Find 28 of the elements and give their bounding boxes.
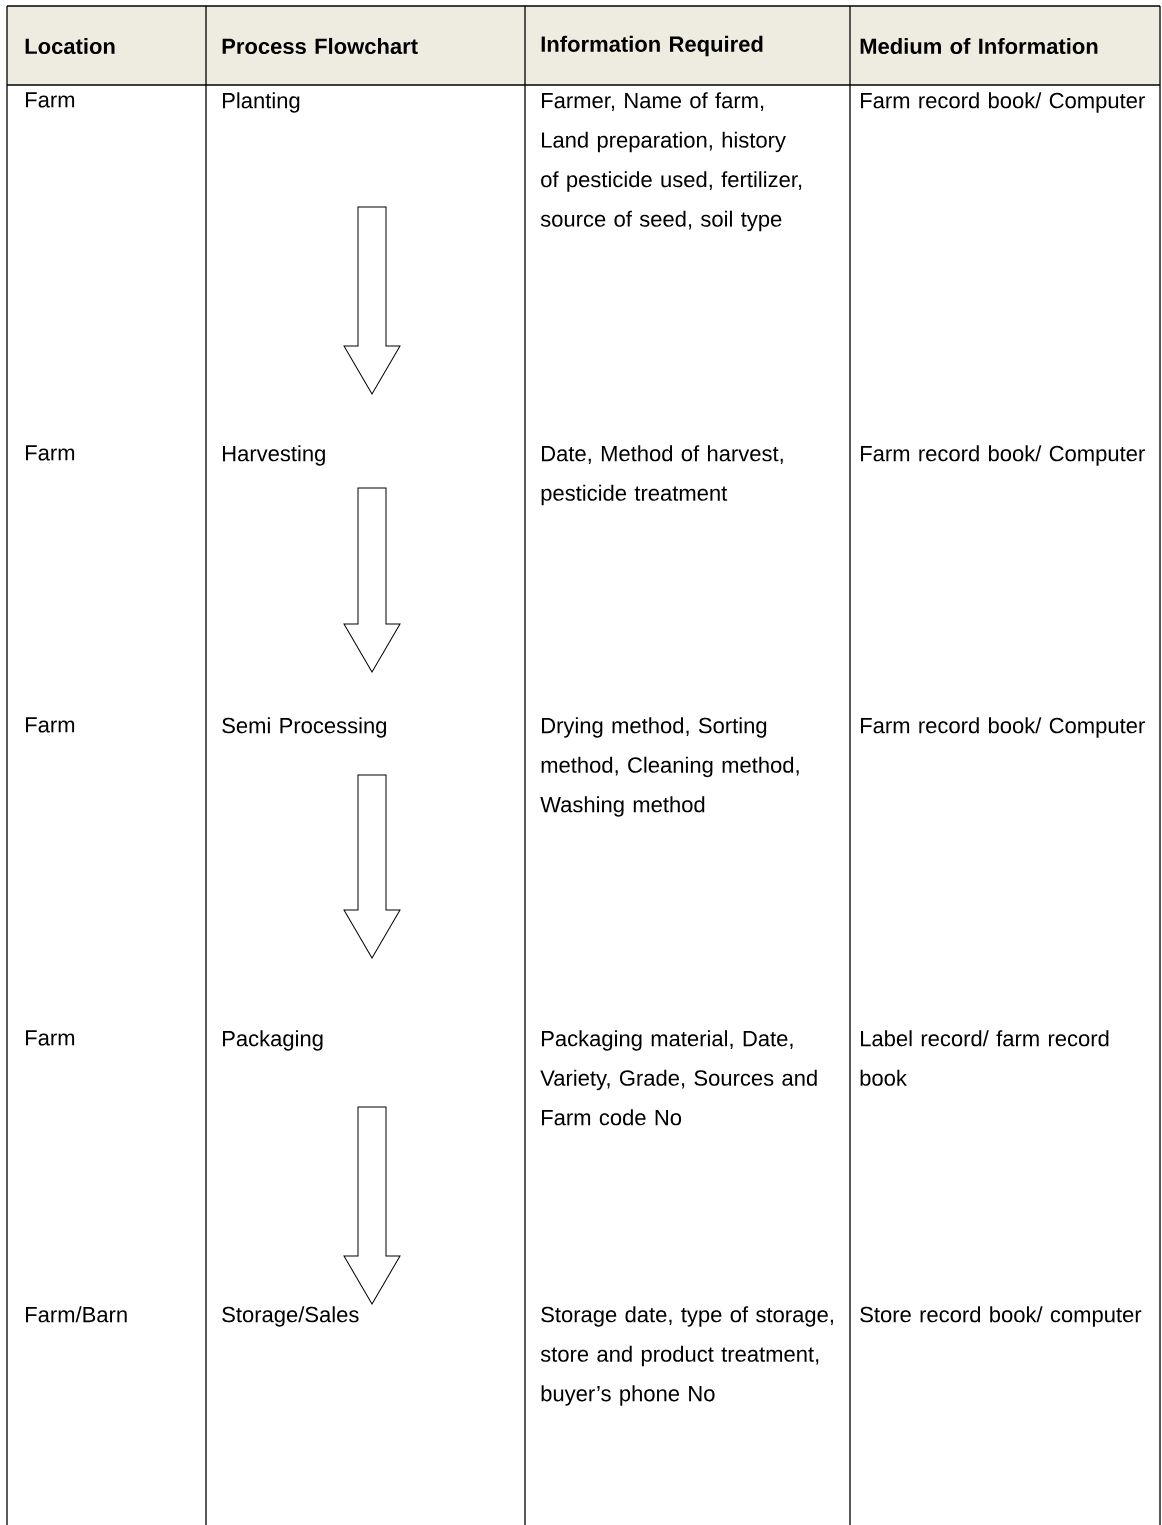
info-text: Date, Method of harvest, pesticide treatment bbox=[541, 445, 783, 506]
medium-text: Farm record book/ Computer bbox=[861, 717, 1145, 738]
location-text: Farm/Barn bbox=[26, 1306, 127, 1323]
location-text: Farm bbox=[26, 717, 75, 733]
header-cell: Process Flowchart bbox=[206, 6, 525, 85]
medium-text: Store record book/ computer bbox=[860, 1306, 1142, 1327]
step-label: Planting bbox=[223, 92, 300, 113]
block-arrow bbox=[343, 774, 401, 959]
info-text: Packaging material, Date, Variety, Grade, Sources and Farm code No bbox=[540, 1030, 817, 1126]
header-cell: Medium of Information bbox=[850, 6, 1160, 85]
block-arrow bbox=[343, 1106, 401, 1305]
location-text: Farm bbox=[26, 92, 75, 108]
info-text: Drying method, Sorting method, Cleaning method, Washing method bbox=[540, 717, 799, 817]
block-arrow bbox=[343, 206, 401, 395]
header-cell: Location bbox=[7, 6, 206, 85]
medium-text: Farm record book/ Computer bbox=[861, 445, 1145, 466]
block-arrow bbox=[343, 487, 401, 673]
medium-text: Label record/ farm record book bbox=[860, 1030, 1109, 1086]
step-label: Harvesting bbox=[223, 445, 325, 466]
medium-text: Farm record book/ Computer bbox=[861, 92, 1145, 113]
location-text: Farm bbox=[26, 1030, 75, 1046]
info-text: Farmer, Name of farm, Land preparation, history of pesticide used, fertilizer, source of seed, soil type bbox=[540, 92, 802, 232]
step-label: Packaging bbox=[223, 1030, 323, 1051]
step-label: Semi Processing bbox=[222, 717, 387, 738]
header-cell: Information Required bbox=[525, 6, 850, 85]
location-text: Farm bbox=[26, 445, 75, 461]
step-label: Storage/Sales bbox=[222, 1306, 359, 1327]
info-text: Storage date, type of storage, store and product treatment, buyer’s phone No bbox=[540, 1306, 833, 1406]
